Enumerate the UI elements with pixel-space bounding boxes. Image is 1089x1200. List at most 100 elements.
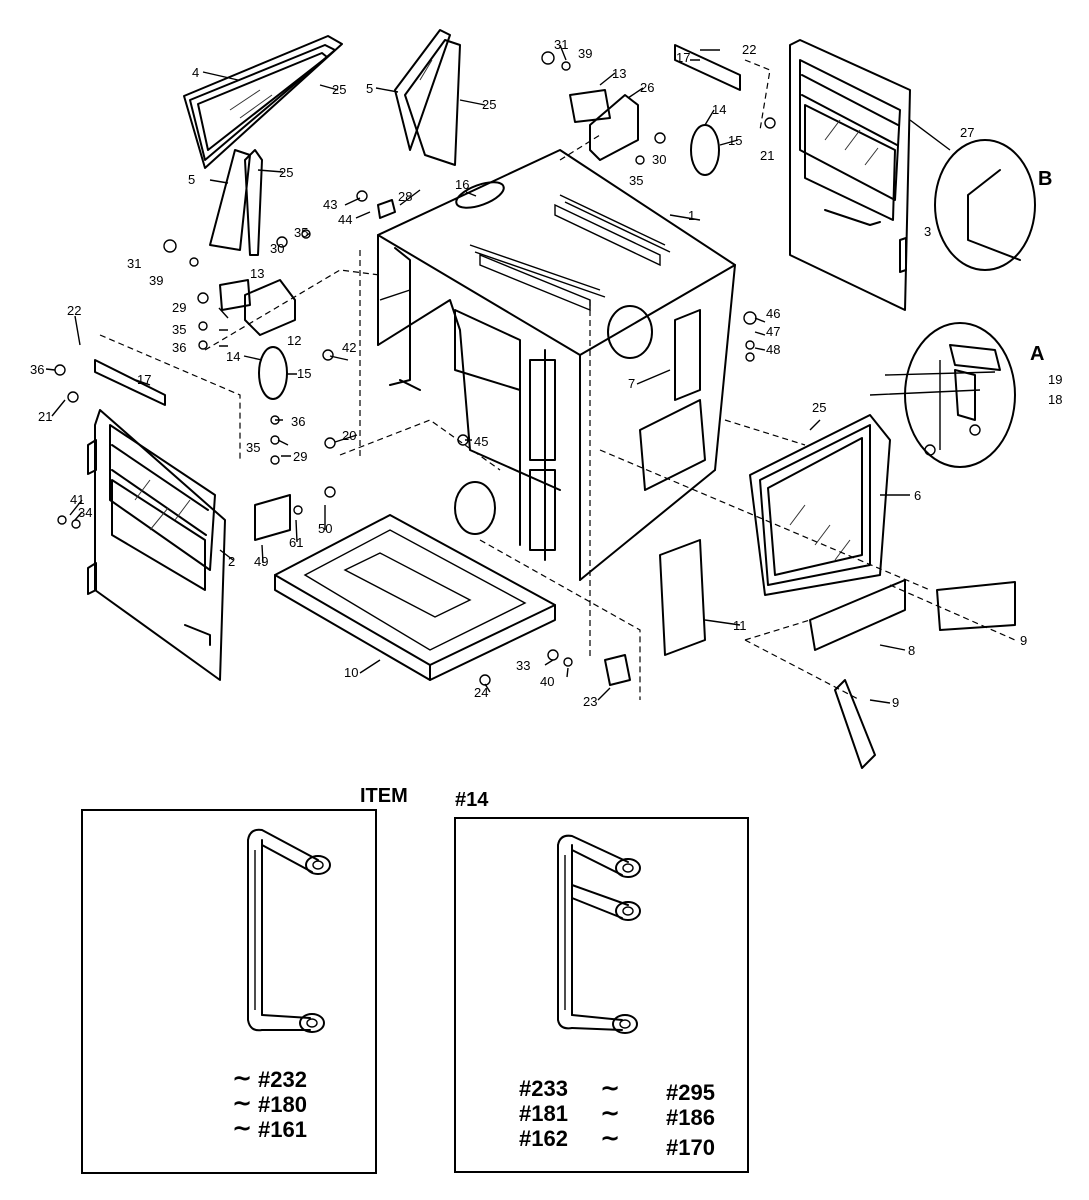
- box-left-code-3: #161: [258, 1117, 307, 1142]
- item-title-word: ITEM: [360, 785, 408, 807]
- rear-window-and-panels: [659, 414, 1016, 769]
- callout-14b: 14: [226, 349, 240, 364]
- callout-17b: 17: [137, 372, 151, 387]
- callout-25a: 25: [332, 82, 346, 97]
- box-right-code-left-1: #233: [519, 1076, 568, 1101]
- callout-34: 34: [78, 505, 92, 520]
- box-right-tilde-1: ~: [600, 1074, 620, 1102]
- right-door: [789, 39, 911, 311]
- callout-5b: 5: [188, 172, 195, 187]
- callout-30b: 30: [652, 152, 666, 167]
- callout-21b: 21: [38, 409, 52, 424]
- callout-23: 23: [583, 694, 597, 709]
- callout-35a: 35: [294, 225, 308, 240]
- callout-35d: 35: [246, 440, 260, 455]
- box-right-tilde-3: ~: [600, 1124, 620, 1152]
- callout-11: 11: [733, 618, 747, 633]
- callout-10: 10: [344, 665, 358, 680]
- callout-44: 44: [338, 212, 352, 227]
- detail-label-a: A: [1030, 343, 1044, 365]
- callout-20: 20: [342, 428, 356, 443]
- callout-18: 18: [1048, 392, 1062, 407]
- callout-45: 45: [474, 434, 488, 449]
- box-right-code-right-1: #295: [666, 1080, 715, 1105]
- callout-25b: 25: [482, 97, 496, 112]
- callout-17a: 17: [676, 50, 690, 65]
- callout-61: 61: [289, 535, 303, 550]
- callout-13b: 13: [250, 266, 264, 281]
- detail-a-reference: [454, 481, 496, 535]
- callout-31a: 31: [554, 37, 568, 52]
- fasteners: [54, 51, 776, 686]
- callout-31b: 31: [127, 256, 141, 271]
- box-left-tilde-1: ~: [232, 1064, 252, 1092]
- callout-12: 12: [287, 333, 301, 348]
- callout-4: 4: [192, 65, 199, 80]
- callout-27: 27: [960, 125, 974, 140]
- callout-50: 50: [318, 521, 332, 536]
- callout-22b: 22: [67, 303, 81, 318]
- callout-35b: 35: [629, 173, 643, 188]
- callout-40: 40: [540, 674, 554, 689]
- box-left-tilde-2: ~: [232, 1089, 252, 1117]
- callout-25c: 25: [279, 165, 293, 180]
- leader-lines: [45, 44, 996, 704]
- box-right-code-left-3: #162: [519, 1126, 568, 1151]
- detail-b-reference: [607, 305, 653, 359]
- callout-6: 6: [914, 488, 921, 503]
- callout-2: 2: [228, 554, 235, 569]
- left-door: [87, 409, 226, 681]
- callout-16: 16: [455, 177, 469, 192]
- callout-9b: 9: [892, 695, 899, 710]
- callout-36a: 36: [172, 340, 186, 355]
- callout-33: 33: [516, 658, 530, 673]
- callout-30a: 30: [270, 241, 284, 256]
- callout-29a: 29: [172, 300, 186, 315]
- callout-7: 7: [628, 376, 635, 391]
- callout-49: 49: [254, 554, 268, 569]
- callout-8: 8: [908, 643, 915, 658]
- callout-36c: 36: [291, 414, 305, 429]
- detail-b: [909, 119, 1036, 271]
- detail-label-b: B: [1038, 168, 1052, 190]
- item14-box-left: ~ ~ ~ #232 #180 #161: [81, 809, 377, 1174]
- callout-36b: 36: [30, 362, 44, 377]
- callout-22a: 22: [742, 42, 756, 57]
- callout-1: 1: [688, 208, 695, 223]
- callout-35c: 35: [172, 322, 186, 337]
- box-left-code-1: #232: [258, 1067, 307, 1092]
- callout-47: 47: [766, 324, 780, 339]
- floor-plate: [274, 514, 556, 681]
- assembly-lines: [99, 59, 1016, 701]
- callout-15a: 15: [728, 133, 742, 148]
- callout-48: 48: [766, 342, 780, 357]
- callout-41: 41: [70, 492, 84, 507]
- callout-14a: 14: [712, 102, 726, 117]
- callout-26: 26: [640, 80, 654, 95]
- callout-19: 19: [1048, 372, 1062, 387]
- callout-13a: 13: [612, 66, 626, 81]
- box-right-tilde-2: ~: [600, 1099, 620, 1127]
- callout-labels: 1 2 3 4 5 5 6 7 8 9 9 10 11 12 13 13 14 …: [30, 37, 1062, 710]
- callout-39b: 39: [149, 273, 163, 288]
- callout-43: 43: [323, 197, 337, 212]
- callout-24: 24: [474, 685, 488, 700]
- callout-42: 42: [342, 340, 356, 355]
- callout-46: 46: [766, 306, 780, 321]
- box-right-code-left-2: #181: [519, 1101, 568, 1126]
- callout-28: 28: [398, 189, 412, 204]
- box-left-code-2: #180: [258, 1092, 307, 1117]
- callout-9a: 9: [1020, 633, 1027, 648]
- item-title-number: #14: [455, 789, 489, 811]
- callout-21a: 21: [760, 148, 774, 163]
- callout-5a: 5: [366, 81, 373, 96]
- hardware: [94, 44, 741, 686]
- box-right-code-right-3: #170: [666, 1135, 715, 1160]
- callout-39a: 39: [578, 46, 592, 61]
- callout-29b: 29: [293, 449, 307, 464]
- callout-15b: 15: [297, 366, 311, 381]
- detail-a: [904, 322, 1016, 468]
- box-right-code-right-2: #186: [666, 1105, 715, 1130]
